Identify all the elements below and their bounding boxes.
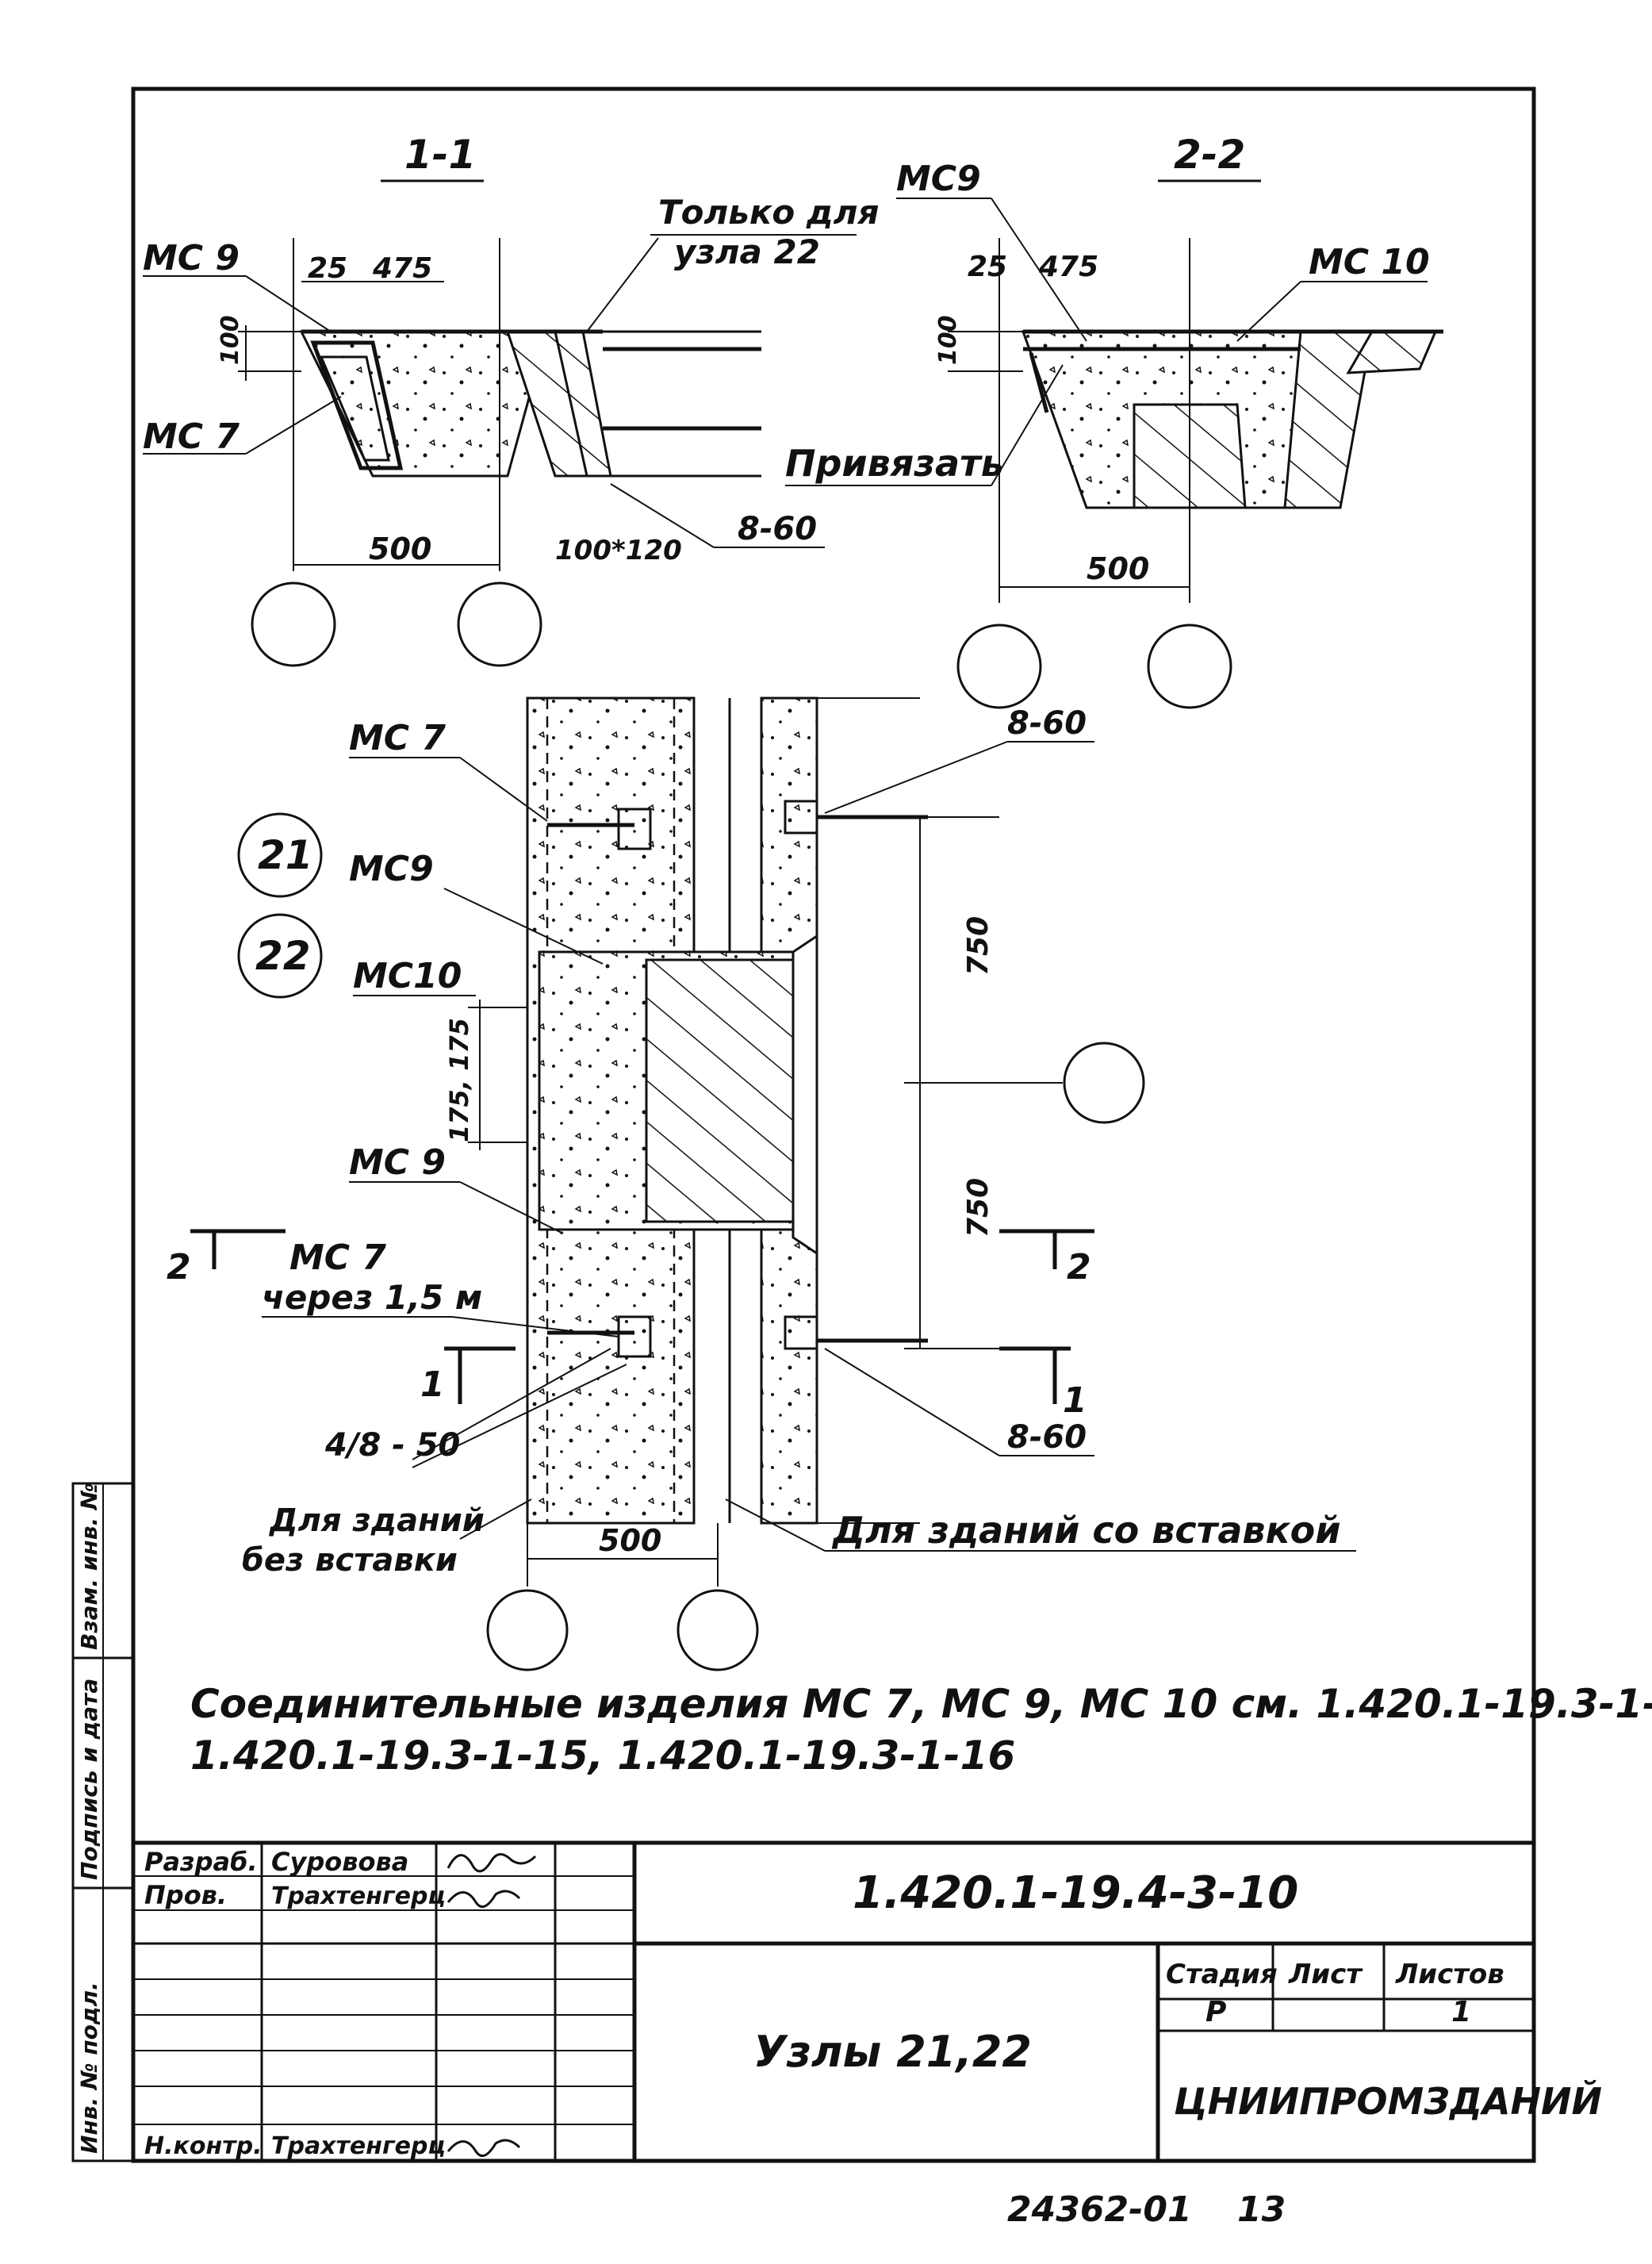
axis-marker: [1147, 624, 1232, 709]
section-2-2-title: 2-2: [1174, 132, 1245, 178]
axis-marker: [956, 624, 1042, 709]
plan-weld-left: 4/8 - 50: [324, 1427, 460, 1464]
s1-mc7: МС 7: [143, 416, 240, 457]
plan-view: 750 750 175, 175 21 22 МС 7 МС9 МС10 МС …: [167, 696, 1356, 1671]
signature: [447, 2139, 521, 2158]
s2-dim-475: 475: [1038, 251, 1098, 283]
plan-mc7-top: МС 7: [349, 718, 446, 758]
tb-sheets: 1: [1451, 1996, 1471, 2028]
node-21-marker: [237, 812, 323, 898]
side-replace: Взам. инв. №: [76, 1483, 102, 1650]
footer-archive: 24362-01: [1007, 2189, 1192, 2230]
s1-dim-500: 500: [369, 531, 431, 566]
cut-1-right: 1: [1063, 1380, 1087, 1421]
weld-plate: [784, 1315, 818, 1350]
side-inv: Инв. № подл.: [76, 1982, 102, 2154]
node-22-label: 22: [255, 933, 311, 979]
plan-mc7-bottom: МС 7: [289, 1238, 386, 1278]
node-22-marker: [237, 913, 323, 999]
plan-weld-bottom: 8-60: [1007, 1419, 1087, 1456]
plan-no-insert-2: без вставки: [242, 1542, 458, 1579]
note-line-1: Соединительные изделия МС 7, МС 9, МС 10…: [190, 1681, 1652, 1727]
dim-750-bottom: 750: [962, 1178, 995, 1238]
note-line-2: 1.420.1-19.3-1-15, 1.420.1-19.3-1-16: [190, 1733, 1015, 1779]
section-1-1: 1-1 25 475 100 500 100*120 Только для уз…: [143, 132, 879, 667]
axis-marker: [677, 1589, 759, 1671]
s2-dim-100: 100: [934, 315, 962, 365]
signature: [447, 1853, 537, 1873]
tb-col-sheet: Лист: [1288, 1959, 1363, 1990]
tb-name-check: Трахтенгерц: [271, 1882, 446, 1910]
node-21-label: 21: [258, 832, 313, 878]
weld-plate: [617, 808, 652, 850]
tb-role-check: Пров.: [144, 1880, 227, 1910]
tb-name-norm: Трахтенгерц: [271, 2132, 446, 2160]
s1-dim-25: 25: [308, 252, 347, 285]
plan-mc9-bottom: МС 9: [349, 1142, 446, 1183]
cut-1-left: 1: [420, 1364, 445, 1405]
axis-marker: [457, 581, 542, 667]
tb-stage: Р: [1205, 1996, 1226, 2028]
plan-mc7-step: через 1,5 м: [262, 1278, 482, 1317]
tb-col-stage: Стадия: [1166, 1959, 1278, 1990]
axis-marker: [1063, 1042, 1145, 1124]
tb-role-norm: Н.контр.: [144, 2132, 262, 2160]
cut-2-left: 2: [167, 1247, 191, 1287]
s1-dim-100: 100: [217, 315, 244, 365]
axis-marker: [486, 1589, 569, 1671]
tb-name-dev: Суровова: [271, 1847, 408, 1877]
tb-doc-code: 1.420.1-19.4-3-10: [853, 1867, 1298, 1919]
axis-marker: [251, 581, 336, 667]
cut-2-right: 2: [1067, 1247, 1091, 1287]
s2-dim-25: 25: [968, 251, 1007, 283]
tb-col-sheets: Листов: [1395, 1959, 1504, 1990]
signature: [447, 1890, 521, 1909]
s2-dim-500: 500: [1087, 551, 1149, 586]
plan-mc10: МС10: [353, 956, 462, 996]
tb-sheet-title: Узлы 21,22: [753, 2027, 1032, 2077]
mc7-insert: [310, 340, 404, 470]
plan-with-insert: Для зданий со вставкой: [831, 1509, 1341, 1552]
section-2-2: 2-2 25 475 100 500 МС9 МС 10 Привязать: [785, 132, 1443, 709]
plan-mc9-top: МС9: [349, 849, 434, 889]
s1-dim-base2: 100*120: [555, 535, 682, 566]
tb-org: ЦНИИПРОМЗДАНИЙ: [1174, 2080, 1602, 2123]
s2-tie: Привязать: [785, 442, 1004, 485]
s1-only-for-2: узла 22: [674, 232, 820, 271]
s1-mc9: МС 9: [143, 238, 240, 278]
s1-dim-475: 475: [372, 252, 432, 285]
plan-dim-500: 500: [599, 1523, 661, 1558]
plan-no-insert: Для зданий: [268, 1502, 485, 1539]
section-1-1-title: 1-1: [404, 132, 476, 178]
s2-mc10: МС 10: [1309, 242, 1430, 282]
side-sign: Подпись и дата: [76, 1679, 102, 1880]
title-block: Разраб. Суровова Пров. Трахтенгерц Н.кон…: [131, 1840, 1602, 2163]
s2-mc9: МС9: [896, 159, 981, 199]
dim-mc10: 175, 175: [444, 1018, 474, 1142]
plan-weld-top: 8-60: [1007, 705, 1087, 742]
dim-750-top: 750: [962, 916, 995, 976]
s1-weld: 8-60: [738, 511, 817, 547]
tb-role-dev: Разраб.: [144, 1847, 258, 1877]
footer-page: 13: [1237, 2189, 1286, 2230]
s1-only-for: Только для: [658, 193, 879, 232]
